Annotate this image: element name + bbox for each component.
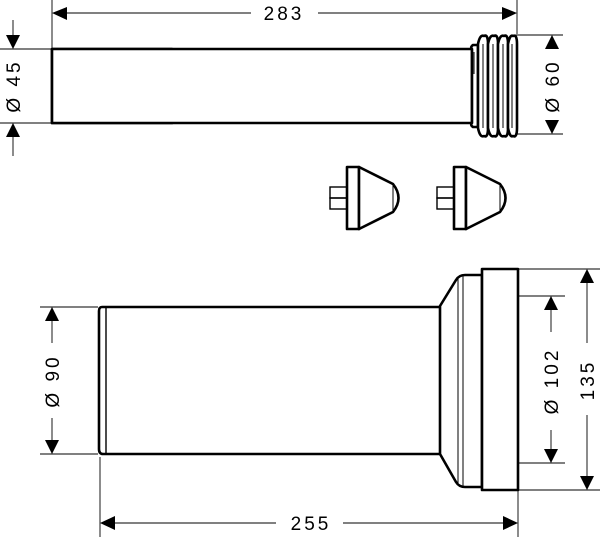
label-pipe-length: 283 xyxy=(264,4,305,25)
dimension-connector-inner-diameter: Ø 102 xyxy=(519,295,565,464)
label-pipe-diameter: Ø 45 xyxy=(4,59,25,112)
pipe-thread-end xyxy=(469,34,519,138)
label-connector-length: 255 xyxy=(291,514,332,535)
label-connector-outer-diameter: 135 xyxy=(578,360,599,401)
dimension-pipe-length: 283 xyxy=(51,0,518,48)
label-thread-diameter: Ø 60 xyxy=(543,59,564,112)
wc-connector xyxy=(97,267,520,492)
dimension-connector-outer-diameter: 135 xyxy=(519,268,600,491)
pipe-body xyxy=(50,47,474,125)
extension-pipe xyxy=(50,34,519,138)
label-connector-diameter: Ø 90 xyxy=(43,354,64,407)
label-connector-inner-diameter: Ø 102 xyxy=(542,348,563,415)
end-cap-2 xyxy=(436,165,507,231)
end-cap-1 xyxy=(329,165,400,231)
dimension-connector-length: 255 xyxy=(99,457,519,537)
dimension-thread-diameter: Ø 60 xyxy=(515,34,564,135)
dimension-connector-diameter: Ø 90 xyxy=(40,306,98,455)
dimension-pipe-diameter: Ø 45 xyxy=(0,20,51,156)
